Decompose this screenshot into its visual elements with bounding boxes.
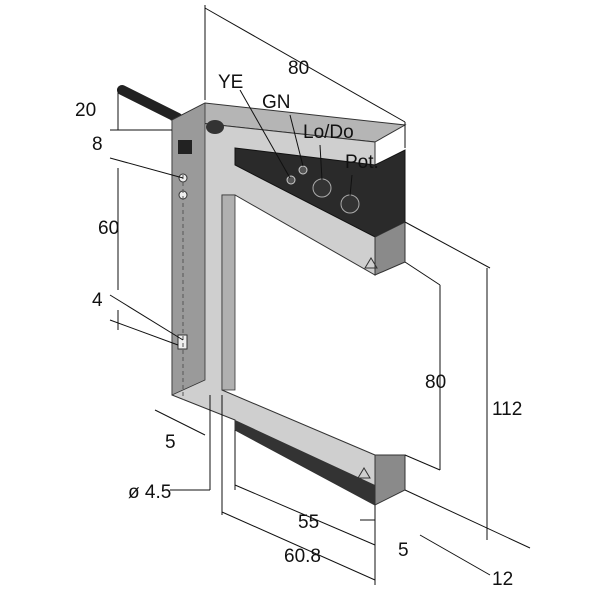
mount-hole-icon — [206, 120, 224, 134]
dim-cable-height: 20 — [75, 100, 96, 121]
dim-width-top: 80 — [288, 58, 309, 79]
label-gn: GN — [262, 92, 291, 113]
dim-hole-offset-top: 8 — [92, 134, 103, 155]
label-pot: Pot. — [345, 152, 379, 173]
potentiometer-icon — [340, 194, 360, 214]
cable — [117, 85, 183, 123]
beam-marker-icon — [357, 467, 371, 479]
bottom-arm-end — [374, 454, 406, 506]
dim-hole-offset-bottom: 4 — [92, 290, 103, 311]
dim-thickness: 12 — [492, 569, 513, 590]
inner-face — [221, 194, 236, 391]
slot-icon — [177, 334, 188, 350]
dim-hole-spacing: 60 — [98, 218, 119, 239]
label-lo-do: Lo/Do — [303, 122, 354, 143]
led-gn-icon — [298, 165, 308, 175]
switch-icon — [312, 178, 332, 198]
dimension-lines — [109, 5, 531, 585]
beam-marker-icon — [364, 257, 378, 269]
label-ye: YE — [218, 72, 243, 93]
dim-fork-opening: 80 — [425, 372, 446, 393]
dim-slot-offset: 5 — [398, 540, 409, 561]
bottom-strip — [235, 420, 375, 505]
dim-arm-thickness: 5 — [165, 432, 176, 453]
dim-overall-height: 112 — [492, 399, 522, 420]
led-ye-icon — [286, 175, 296, 185]
connector-icon — [178, 140, 192, 154]
dim-fork-depth: 55 — [298, 512, 319, 533]
dim-overall-depth: 60.8 — [284, 546, 321, 567]
dim-hole-diameter: ø 4.5 — [128, 482, 171, 503]
